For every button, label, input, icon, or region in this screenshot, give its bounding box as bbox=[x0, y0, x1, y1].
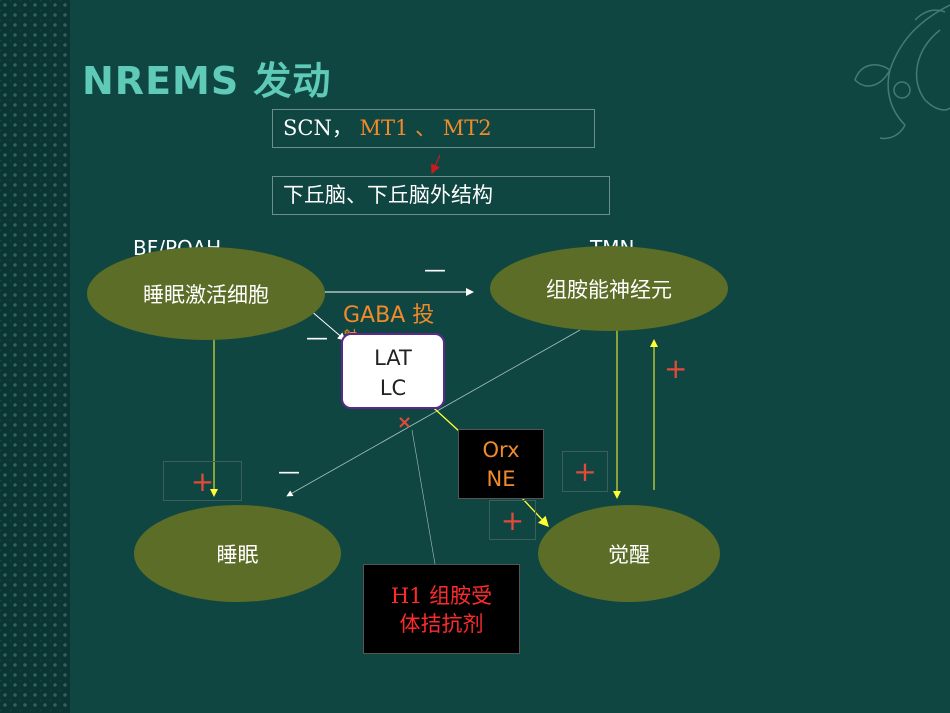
plus-sign-sleep: + bbox=[163, 461, 242, 501]
arrow-sleep-active-to-lat bbox=[309, 309, 346, 341]
h1-text-line1: H1 组胺受 bbox=[390, 584, 493, 608]
minus-sign-sleep: — bbox=[278, 460, 300, 485]
orx-ne-box: Orx NE bbox=[458, 429, 544, 499]
scn-box: SCN， MT1 、 MT2 bbox=[272, 109, 595, 148]
lat-text: LAT bbox=[374, 346, 412, 370]
minus-sign-gaba: — bbox=[424, 258, 446, 283]
gaba-projection-label: GABA 投 bbox=[343, 303, 435, 328]
orx-text: Orx bbox=[482, 438, 520, 462]
wake-node: 觉醒 bbox=[538, 505, 720, 602]
floral-ornament-icon bbox=[854, 4, 950, 140]
minus-sign-lat: — bbox=[306, 326, 328, 351]
gaba-label-tail: 射 bbox=[343, 326, 357, 334]
cross-mark: × bbox=[397, 412, 413, 433]
scn-text: SCN， bbox=[283, 116, 353, 140]
mt-receptors-text: MT1 、 MT2 bbox=[359, 116, 492, 140]
ne-text: NE bbox=[486, 467, 516, 491]
plus-sign-histamine: + bbox=[664, 352, 688, 385]
arrow-histamine-to-sleep bbox=[286, 329, 581, 497]
hypothalamus-box: 下丘脑、下丘脑外结构 bbox=[272, 176, 610, 215]
sleep-node: 睡眠 bbox=[134, 505, 341, 602]
histamine-neurons-node: 组胺能神经元 bbox=[490, 246, 728, 331]
plus-sign-orx: + bbox=[489, 500, 536, 540]
h1-antagonist-box: H1 组胺受 体拮抗剂 bbox=[363, 564, 520, 654]
plus-sign-wake-right: + bbox=[562, 451, 608, 492]
arrow-scn-to-hypothalamus bbox=[431, 154, 441, 175]
sleep-active-cells-node: 睡眠激活细胞 bbox=[87, 247, 325, 340]
lc-text: LC bbox=[379, 376, 407, 400]
decorative-side-band bbox=[0, 0, 70, 713]
lat-lc-box: LAT LC bbox=[341, 333, 445, 409]
line-h1-to-lat bbox=[411, 429, 436, 565]
page-title: NREMS 发动 bbox=[82, 59, 332, 103]
h1-text-line2: 体拮抗剂 bbox=[399, 612, 484, 636]
